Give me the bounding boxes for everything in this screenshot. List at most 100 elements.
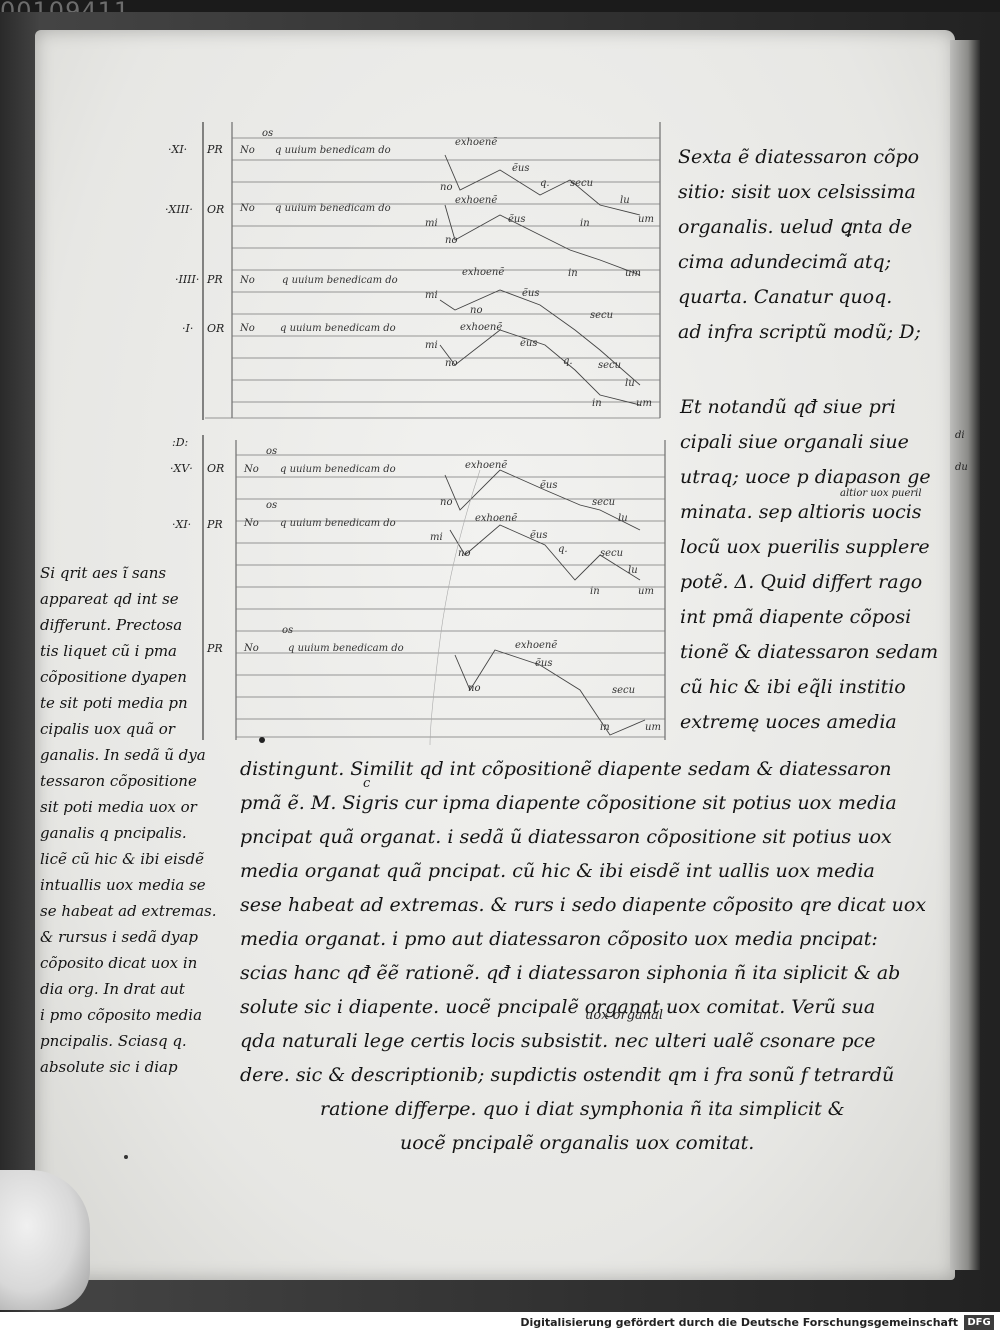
chant-syllable: secu (612, 685, 636, 696)
chant-syllable: exhoenẽ (460, 322, 503, 333)
chant-syllable: mi (425, 340, 438, 351)
text-line: Et notandũ qđ siue pri (680, 396, 896, 418)
chant-syllable: q uuium benedicam do (282, 275, 398, 286)
chant-syllable: secu (590, 310, 614, 321)
chant-syllable: secu (598, 360, 622, 371)
text-line: qda naturali lege certis locis subsistit… (240, 1030, 876, 1052)
text-line: pncipat quã organat. i sedã ũ diatessaro… (240, 826, 892, 848)
staff-label-part: PR (207, 143, 223, 156)
text-line: potẽ. Δ. Quid differt rago (680, 571, 923, 593)
text-line: scias hanc qđ ẽẽ rationẽ. qđ i diatessar… (240, 962, 901, 984)
text-line: media organat. i pmo aut diatessaron cõp… (240, 928, 878, 950)
chant-syllable: q uuium benedicam do (288, 643, 404, 654)
margin-note: di (955, 430, 965, 441)
text-line: locũ uox puerilis supplere (680, 536, 930, 558)
chant-syllable: exhoenẽ (455, 195, 498, 206)
chant-syllable: No (244, 643, 259, 654)
interlinear-note: altior uox pueril (840, 488, 922, 499)
staff-label-part: OR (207, 462, 225, 475)
chant-syllable: secu (600, 548, 624, 559)
chant-syllable: ẽus (540, 480, 558, 491)
text-line: tionẽ & diatessaron sedam (680, 641, 939, 663)
text-line: differunt. Prectosa (40, 616, 183, 634)
thumb-shadow (0, 1170, 90, 1310)
text-line: dere. sic & descriptionib; supdictis ost… (240, 1064, 895, 1086)
text-line: dia org. In drat aut (40, 980, 185, 998)
chant-syllable: q uuium benedicam do (280, 464, 396, 475)
staff-label-num: ·IIII· (175, 273, 200, 286)
text-line: uocẽ pncipalẽ organalis uox comitat. (400, 1132, 755, 1154)
text-line: sit poti media uox or (40, 798, 197, 816)
chant-syllable: no (470, 305, 483, 316)
page-edge (950, 40, 980, 1270)
chant-syllable: q uuium benedicam do (275, 203, 391, 214)
chant-syllable: ẽus (520, 338, 538, 349)
chant-syllable: secu (592, 497, 616, 508)
chant-syllable: ẽus (508, 214, 526, 225)
dfg-logo: DFG (964, 1315, 994, 1330)
text-line: extremę uoces amedia (680, 711, 897, 733)
chant-syllable: exhoenẽ (515, 640, 558, 651)
text-line: ganalis q pncipalis. (40, 824, 187, 842)
chant-syllable: No (244, 464, 259, 475)
text-line: cipali siue organali siue (680, 431, 909, 453)
text-line: Sexta ẽ diatessaron cõpo (678, 146, 920, 168)
chant-syllable: No (240, 275, 255, 286)
chant-syllable: mi (430, 532, 443, 543)
text-line: & rursus i sedã dyap (40, 928, 199, 946)
interlinear-note: uox organal (585, 1008, 664, 1023)
chant-syllable: No (240, 203, 255, 214)
text-line: tis liquet cũ i pma (40, 642, 177, 660)
text-line: solute sic i diapente. uocẽ pncipalẽ org… (240, 996, 876, 1018)
main-text: distingunt. Similit qd int cõpositionẽ d… (240, 752, 926, 1160)
right-column-text: Sexta ẽ diatessaron cõpo sitio: sisit uo… (678, 140, 921, 350)
chant-syllable: ẽus (512, 163, 530, 174)
text-line: intuallis uox media se (40, 876, 206, 894)
text-line: quarta. Canatur quoq. (678, 286, 893, 308)
margin-note: du (955, 462, 968, 473)
staff-label-part: PR (207, 518, 223, 531)
chant-syllable: in (592, 398, 602, 409)
funding-credit: Digitalisierung gefördert durch die Deut… (520, 1316, 958, 1329)
staff-label-part: PR (207, 273, 223, 286)
footer-bar: Digitalisierung gefördert durch die Deut… (0, 1312, 1000, 1335)
chant-syllable: mi (425, 218, 438, 229)
staff-label-num: ·I· (182, 322, 194, 335)
text-line: utraq; uoce p diapason ge (680, 466, 931, 488)
chant-syllable: exhoenẽ (465, 460, 508, 471)
chant-syllable: in (600, 722, 610, 733)
staff-label-num: ·XV· (170, 462, 193, 475)
chant-syllable: q uuium benedicam do (280, 518, 396, 529)
chant-syllable: in (580, 218, 590, 229)
chant-syllable: No (240, 145, 255, 156)
chant-syllable: no (440, 182, 453, 193)
text-line: te sit poti media pn (40, 694, 188, 712)
staff-label-part: OR (207, 322, 225, 335)
text-line: minata. sep altioris uocis (680, 501, 922, 523)
text-line: cõpositione dyapen (40, 668, 187, 686)
staff-label-num: :D: (172, 436, 189, 449)
text-line: distingunt. Similit qd int cõpositionẽ d… (240, 758, 892, 780)
text-line: i pmo cõposito media (40, 1006, 203, 1024)
chant-syllable: q uuium benedicam do (275, 145, 391, 156)
text-line: pmã ẽ. M. Sigris cur ipma diapente cõpos… (240, 792, 897, 814)
chant-syllable: lu (625, 378, 635, 389)
chant-syllable: os (266, 446, 278, 457)
text-line: absolute sic i diap (40, 1058, 178, 1076)
chant-syllable: um (636, 398, 652, 409)
chant-syllable: um (638, 586, 654, 597)
chant-syllable: in (568, 268, 578, 279)
chant-syllable: q. (558, 544, 568, 555)
chant-syllable: exhoenẽ (475, 513, 518, 524)
diagram-2 (202, 435, 666, 746)
chant-syllable: No (240, 323, 255, 334)
text-line: ad infra scriptũ modũ; D; (678, 321, 921, 343)
chant-syllable: um (645, 722, 661, 733)
chant-syllable: ẽus (535, 658, 553, 669)
chant-syllable: lu (620, 195, 630, 206)
text-line: pncipalis. Sciasq q. (40, 1032, 187, 1050)
chant-syllable: lu (618, 513, 628, 524)
chant-syllable: um (625, 268, 641, 279)
chant-syllable: no (445, 358, 458, 369)
text-line: ratione differpe. quo i diat symphonia ñ… (320, 1098, 845, 1120)
